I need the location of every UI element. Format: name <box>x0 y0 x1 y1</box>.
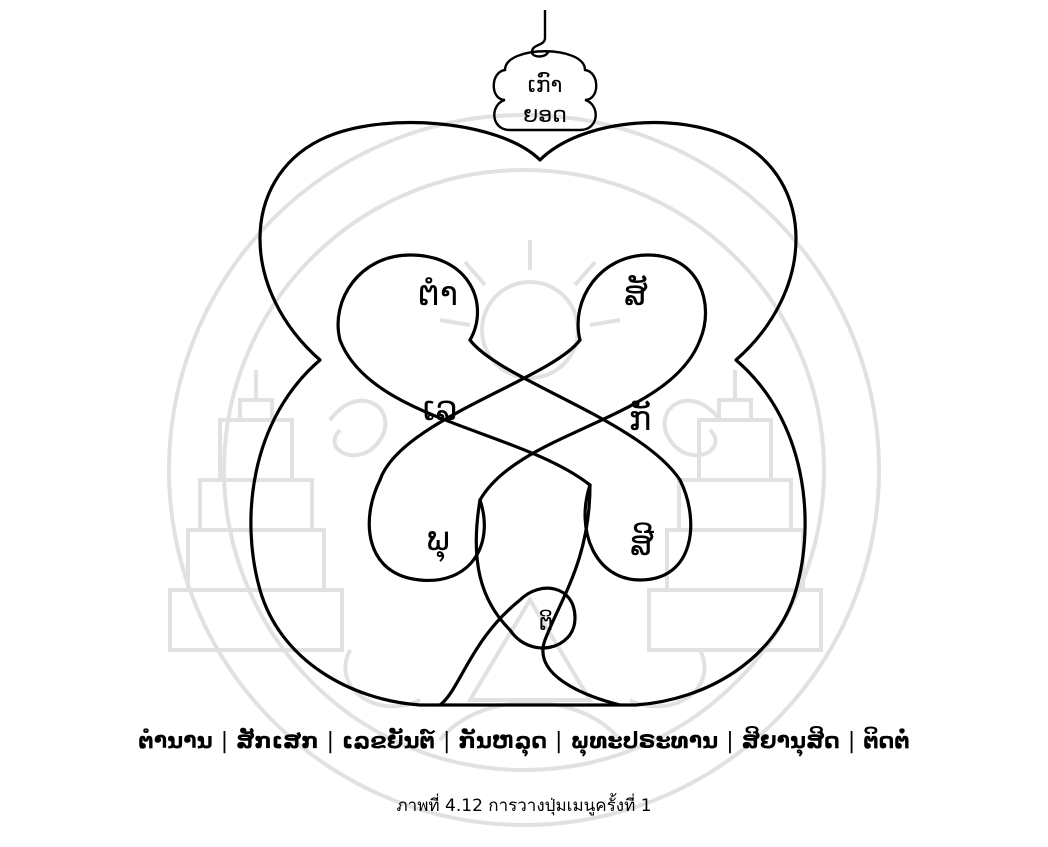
loop-label-top-right[interactable]: ສັ <box>624 273 648 314</box>
menu-separator: | <box>441 729 452 754</box>
loop-label-bottom-right[interactable]: ສີ <box>630 522 654 564</box>
menu-separator: | <box>219 729 230 754</box>
menu-item-consecration[interactable]: ສັກເສກ <box>230 729 324 754</box>
university-seal-watermark <box>169 115 879 825</box>
menu-separator: | <box>325 729 336 754</box>
loop-label-middle-right[interactable]: ກັ <box>629 399 652 439</box>
menu-separator: | <box>724 729 735 754</box>
figure-caption: ภาพที่ 4.12 การวางปุ่มเมนูครั้งที่ 1 <box>0 792 1048 819</box>
menu-item-history[interactable]: ຕຳນານ <box>132 729 218 754</box>
crown-text-line-2: ຍອດ <box>523 103 567 128</box>
crown-ornament: ເກົາ ຍອດ <box>494 10 597 130</box>
loop-label-bottom-left[interactable]: ພຸ <box>426 519 449 562</box>
loop-label-bottom-center[interactable]: ຕິ <box>539 610 553 636</box>
menu-item-disciples[interactable]: ສິຍານຸສິດ <box>736 729 846 754</box>
bottom-center-strand <box>543 485 620 705</box>
crossing-strand-d <box>380 340 580 480</box>
pagoda-right-watermark <box>649 370 821 650</box>
crown-text-line-1: ເກົາ <box>528 73 563 98</box>
loop-label-middle-left[interactable]: ເລ <box>423 389 458 429</box>
sunburst-watermark <box>440 240 620 378</box>
menu-item-buddha-blessing[interactable]: ພຸທະປຣະທານ <box>564 729 724 754</box>
menu-item-yantra[interactable]: ເລຂຍັນຕ໌ <box>336 729 441 754</box>
menu-item-contact[interactable]: ຕິດຕໍ່ <box>857 729 916 754</box>
menu-separator: | <box>846 729 857 754</box>
menu-separator: | <box>553 729 564 754</box>
menu-bar: ຕຳນານ | ສັກເສກ | ເລຂຍັນຕ໌ | ກັນຫລຸດ | ພຸ… <box>0 721 1048 761</box>
menu-item-protection[interactable]: ກັນຫລຸດ <box>452 729 553 754</box>
crossing-strand-b <box>480 340 700 500</box>
loop-label-top-left[interactable]: ຕຳ <box>418 274 458 314</box>
